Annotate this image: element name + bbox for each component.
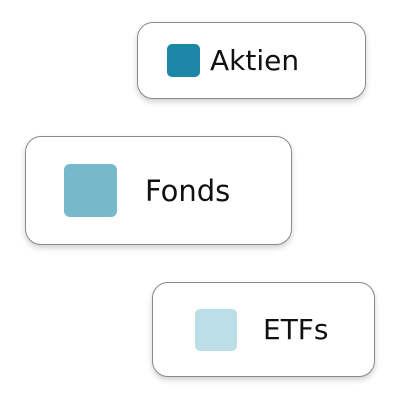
legend-card-etfs: ETFs: [152, 282, 375, 377]
color-swatch-fonds: [64, 164, 117, 217]
legend-card-fonds: Fonds: [25, 136, 292, 245]
legend-card-aktien: Aktien: [137, 22, 366, 99]
legend-label-aktien: Aktien: [210, 44, 300, 77]
color-swatch-aktien: [167, 44, 200, 77]
legend-label-etfs: ETFs: [263, 313, 329, 346]
legend-label-fonds: Fonds: [145, 173, 231, 208]
color-swatch-etfs: [195, 308, 237, 351]
